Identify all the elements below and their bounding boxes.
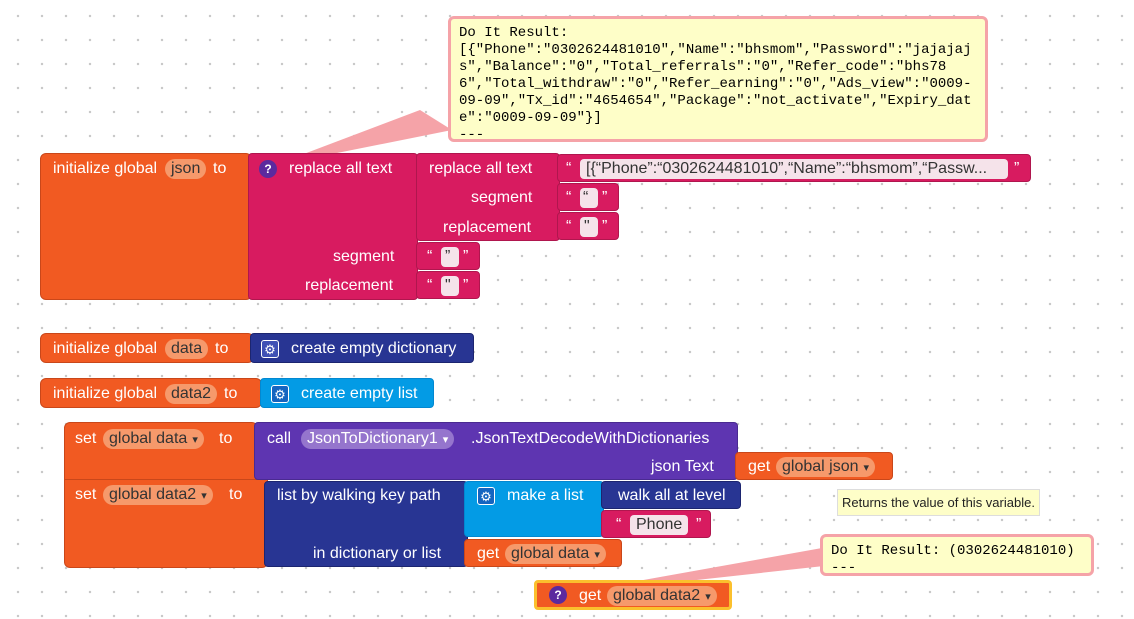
- inner-segment-string-block[interactable]: “ “ ”: [557, 183, 619, 211]
- inner-segment-field[interactable]: “: [580, 188, 598, 208]
- open-quote-icon: “: [427, 248, 433, 265]
- to-label: to: [213, 160, 227, 177]
- component-dropdown[interactable]: JsonToDictionary1: [301, 429, 455, 449]
- gear-icon[interactable]: ⚙: [477, 487, 495, 505]
- to-label: to: [224, 385, 238, 402]
- list-by-walking-key-path-block[interactable]: list by walking key path in dictionary o…: [264, 481, 468, 567]
- gear-icon[interactable]: ⚙: [271, 385, 289, 403]
- create-empty-dictionary-block[interactable]: ⚙ create empty dictionary: [250, 333, 474, 363]
- open-quote-icon: “: [427, 277, 433, 294]
- init-global-json-block[interactable]: initialize global json to: [40, 153, 252, 300]
- init-label: initialize global: [53, 385, 158, 402]
- call-json-decode-block[interactable]: call JsonToDictionary1 .JsonTextDecodeWi…: [254, 422, 738, 480]
- tooltip: Returns the value of this variable.: [837, 489, 1040, 516]
- close-quote-icon: ”: [602, 218, 608, 235]
- create-empty-dictionary-label: create empty dictionary: [291, 340, 457, 357]
- make-a-list-label: make a list: [507, 487, 584, 504]
- variable-name-field[interactable]: data: [165, 339, 209, 359]
- init-label: initialize global: [53, 340, 158, 357]
- init-label: initialize global: [53, 160, 158, 177]
- set-global-data-block[interactable]: set global data to: [64, 422, 258, 480]
- walk-label: list by walking key path: [277, 487, 441, 504]
- json-string-block[interactable]: “ [{“Phone”:“0302624481010”,“Name”:“bhsm…: [557, 154, 1031, 182]
- set-global-data2-block[interactable]: set global data2 to: [64, 480, 268, 568]
- get-label: get: [477, 545, 500, 562]
- do-it-result-bubble-top[interactable]: Do It Result: [{"Phone":"0302624481010",…: [448, 16, 988, 142]
- get-label: get: [748, 458, 771, 475]
- make-a-list-block[interactable]: ⚙ make a list: [464, 481, 604, 537]
- do-it-result-bubble-bottom[interactable]: Do It Result: (0302624481010) ---: [820, 534, 1094, 576]
- to-label: to: [219, 430, 233, 447]
- close-quote-icon: ”: [696, 516, 702, 533]
- replace-all-text-inner-block[interactable]: replace all text segment replacement: [416, 153, 560, 241]
- outer-segment-field[interactable]: ”: [441, 247, 459, 267]
- init-global-data2-block[interactable]: initialize global data2 to: [40, 378, 262, 408]
- json-string-field[interactable]: [{“Phone”:“0302624481010”,“Name”:“bhsmom…: [580, 159, 1008, 179]
- set-label: set: [75, 430, 97, 447]
- outer-replace-label: replace all text: [289, 160, 393, 177]
- variable-dropdown[interactable]: global data: [103, 429, 204, 449]
- get-global-data-block[interactable]: get global data: [464, 539, 622, 567]
- get-global-data2-block[interactable]: ? get global data2: [534, 580, 732, 610]
- walk-all-at-level-block[interactable]: walk all at level: [601, 481, 741, 509]
- get-global-json-block[interactable]: get global json: [735, 452, 893, 480]
- walk-all-label: walk all at level: [618, 487, 726, 504]
- phone-string-block[interactable]: “ Phone ”: [601, 510, 711, 538]
- variable-name-field[interactable]: data2: [165, 384, 218, 404]
- inner-replacement-label: replacement: [443, 219, 532, 236]
- open-quote-icon: “: [616, 516, 622, 533]
- inner-replacement-field[interactable]: ": [580, 217, 598, 237]
- close-quote-icon: ”: [602, 189, 608, 206]
- phone-string-field[interactable]: Phone: [630, 515, 689, 535]
- json-text-param-label: json Text: [651, 458, 714, 475]
- open-quote-icon: “: [566, 189, 572, 206]
- outer-segment-string-block[interactable]: “ ” ”: [416, 242, 480, 270]
- variable-dropdown[interactable]: global data: [505, 544, 606, 564]
- create-empty-list-block[interactable]: ⚙ create empty list: [260, 378, 434, 408]
- gear-icon[interactable]: ⚙: [261, 340, 279, 358]
- to-label: to: [229, 486, 243, 503]
- outer-replacement-string-block[interactable]: “ " ”: [416, 271, 480, 299]
- close-quote-icon: ”: [1014, 160, 1020, 177]
- to-label: to: [215, 340, 229, 357]
- replace-all-text-outer-block[interactable]: ? replace all text segment replacement: [248, 153, 418, 300]
- top-bubble-tail: [272, 110, 452, 166]
- help-icon[interactable]: ?: [549, 586, 567, 604]
- inner-replacement-string-block[interactable]: “ " ”: [557, 212, 619, 240]
- close-quote-icon: ”: [463, 248, 469, 265]
- outer-replacement-field[interactable]: ": [441, 276, 459, 296]
- variable-dropdown[interactable]: global data2: [607, 586, 717, 606]
- open-quote-icon: “: [566, 160, 572, 177]
- call-label: call: [267, 430, 292, 447]
- variable-name-field[interactable]: json: [165, 159, 207, 179]
- create-empty-list-label: create empty list: [301, 385, 418, 402]
- variable-dropdown[interactable]: global data2: [103, 485, 213, 505]
- init-global-data-block[interactable]: initialize global data to: [40, 333, 254, 363]
- set-label: set: [75, 486, 97, 503]
- open-quote-icon: “: [566, 218, 572, 235]
- help-icon[interactable]: ?: [259, 160, 277, 178]
- variable-dropdown[interactable]: global json: [776, 457, 876, 477]
- method-label: .JsonTextDecodeWithDictionaries: [471, 430, 710, 447]
- dictionary-label: in dictionary or list: [313, 545, 442, 562]
- close-quote-icon: ”: [463, 277, 469, 294]
- inner-replace-label: replace all text: [429, 160, 533, 177]
- outer-segment-label: segment: [333, 248, 395, 265]
- inner-segment-label: segment: [471, 189, 533, 206]
- get-label: get: [579, 587, 602, 604]
- outer-replacement-label: replacement: [305, 277, 394, 294]
